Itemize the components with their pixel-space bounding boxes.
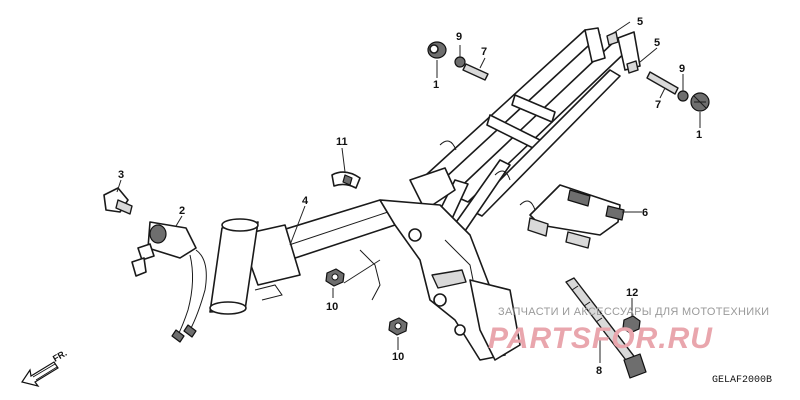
- callout-4: 4: [302, 195, 309, 207]
- callout-5-upper: 5: [637, 16, 643, 28]
- collar-9b[interactable]: [677, 90, 689, 102]
- nut-10a[interactable]: [325, 268, 345, 287]
- callout-10-upper: 10: [326, 301, 338, 313]
- bolt-7b[interactable]: [646, 71, 679, 95]
- callout-7-lower: 7: [655, 99, 661, 111]
- callout-12: 12: [626, 287, 638, 299]
- grommet-1a[interactable]: [427, 41, 447, 59]
- grommet-1b[interactable]: [690, 92, 710, 112]
- leader-lines: [116, 21, 701, 363]
- callout-9-lower: 9: [679, 63, 685, 75]
- watermark: ЗАПЧАСТИ И АКСЕССУАРЫ ДЛЯ МОТОТЕХНИКИ PA…: [488, 306, 769, 355]
- nut-12[interactable]: [622, 315, 641, 334]
- callout-3: 3: [118, 169, 124, 181]
- engine-hanger-6[interactable]: [527, 184, 625, 249]
- callout-11: 11: [336, 136, 348, 148]
- watermark-brand: PARTSFOR.RU: [488, 322, 713, 355]
- nut-10b[interactable]: [388, 317, 408, 336]
- ignition-switch-2[interactable]: [131, 221, 207, 343]
- bolt-7a[interactable]: [462, 63, 489, 81]
- callout-1-lower: 1: [696, 129, 702, 141]
- callout-5-lower: 5: [654, 37, 660, 49]
- callout-2: 2: [179, 205, 185, 217]
- callout-7-upper: 7: [481, 46, 487, 58]
- callout-1-upper: 1: [433, 79, 439, 91]
- clamp-11[interactable]: [331, 171, 361, 189]
- front-direction-indicator: FR.: [21, 348, 69, 387]
- callouts: 1 9 7 5 5 9 7 1 11 3 2 4 6 10 10 12 8: [118, 16, 702, 377]
- key-cover-3[interactable]: [103, 187, 133, 215]
- drawing-code: GELAF2000B: [712, 375, 772, 386]
- head-tube: [209, 218, 259, 315]
- pivot-bolt-8[interactable]: [565, 277, 647, 379]
- collar-9a[interactable]: [454, 56, 466, 68]
- clip-5b[interactable]: [626, 60, 639, 74]
- watermark-tagline: ЗАПЧАСТИ И АКСЕССУАРЫ ДЛЯ МОТОТЕХНИКИ: [498, 306, 769, 318]
- front-label: FR.: [51, 348, 69, 364]
- callout-8: 8: [596, 365, 602, 377]
- callout-10-lower: 10: [392, 351, 404, 363]
- callout-9-upper: 9: [456, 31, 462, 43]
- callout-6: 6: [642, 207, 648, 219]
